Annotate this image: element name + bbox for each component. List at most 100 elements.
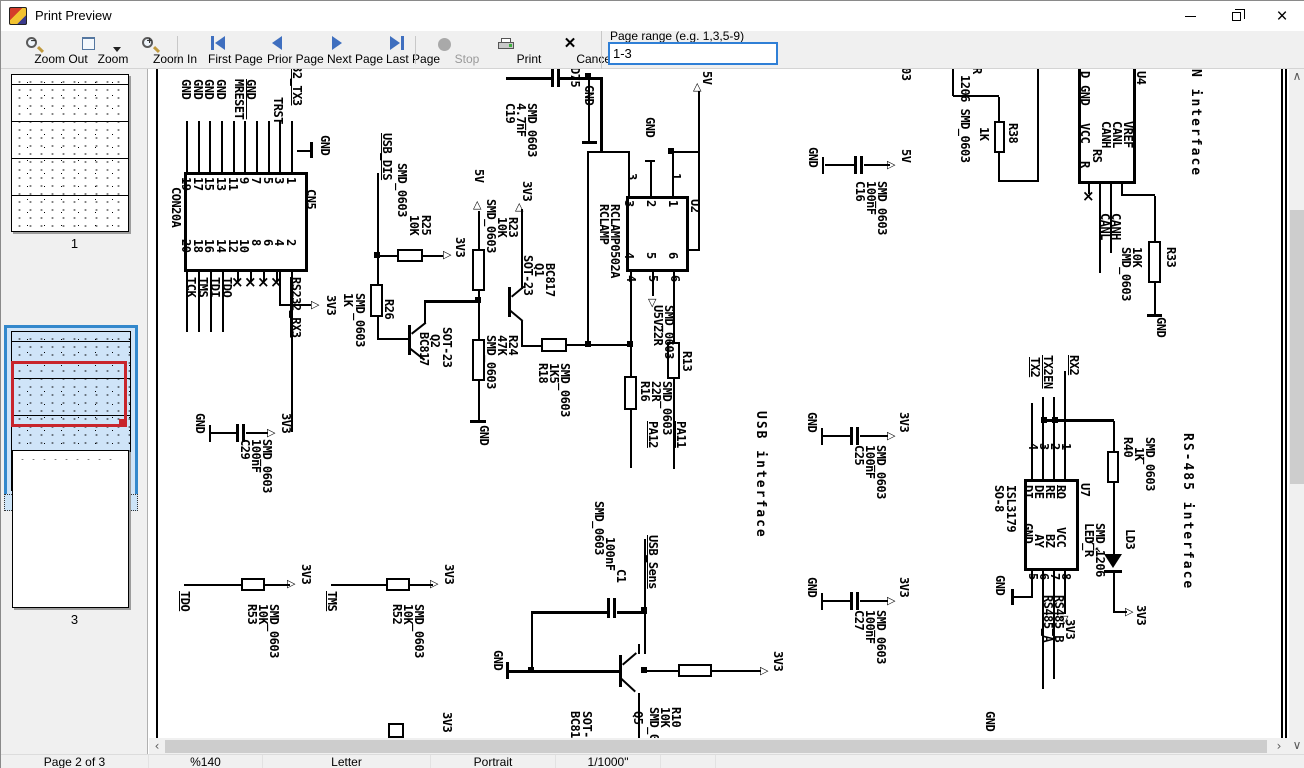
schematic-label: 6 bbox=[668, 275, 682, 282]
wire bbox=[410, 584, 433, 586]
wire bbox=[186, 272, 188, 332]
symbol-bar bbox=[860, 156, 863, 174]
next-page-label: Next Page bbox=[327, 52, 384, 66]
schematic-label: GND bbox=[806, 147, 820, 168]
schematic-label: GND bbox=[193, 413, 207, 434]
zoom-in-label: Zoom In bbox=[152, 52, 197, 66]
wire bbox=[1110, 184, 1112, 253]
schematic-label: R bbox=[1078, 161, 1092, 168]
symbol-bar bbox=[408, 325, 411, 355]
wire bbox=[209, 121, 211, 172]
schematic-label: 2 bbox=[644, 200, 658, 207]
schematic-label: SMD_0603 bbox=[267, 604, 281, 658]
power-arrow: ▷ bbox=[760, 664, 769, 677]
wire bbox=[377, 317, 379, 339]
schematic-label: TX2 bbox=[1028, 357, 1042, 378]
thumbnail-viewport-rect[interactable] bbox=[11, 361, 127, 427]
junction-dot bbox=[641, 607, 647, 613]
wire bbox=[998, 180, 1038, 182]
close-button[interactable]: × bbox=[1276, 5, 1288, 27]
restore-button[interactable] bbox=[1213, 1, 1259, 31]
last-page-button[interactable]: Last Page bbox=[359, 33, 440, 67]
zoom-dropdown-arrow[interactable] bbox=[113, 47, 121, 52]
next-page-button[interactable]: Next Page bbox=[299, 33, 383, 67]
wire bbox=[644, 539, 646, 613]
schematic-label: CON20A bbox=[169, 187, 183, 228]
cancel-button[interactable]: ✕Cancel bbox=[545, 33, 614, 67]
status-panel-2: Letter bbox=[263, 755, 431, 768]
page-range-input[interactable] bbox=[608, 42, 778, 65]
schematic-label: GND bbox=[477, 425, 491, 446]
schematic-label: TDO bbox=[220, 277, 234, 298]
wire bbox=[998, 97, 1000, 121]
wire bbox=[1099, 184, 1101, 273]
schematic-label: R bbox=[970, 69, 984, 74]
schematic-label: GND bbox=[491, 650, 505, 671]
schematic-label: 3V3 bbox=[520, 181, 534, 202]
schematic-label: U7 bbox=[1078, 483, 1092, 497]
wire bbox=[673, 272, 675, 342]
thumbnail-page-1[interactable] bbox=[11, 74, 129, 232]
wire bbox=[617, 611, 647, 614]
zoom-button[interactable]: Zoom bbox=[65, 33, 128, 67]
wire bbox=[222, 272, 224, 332]
schematic-label: GND bbox=[1078, 85, 1092, 106]
minimize-button[interactable] bbox=[1167, 1, 1213, 31]
zoom-out-button[interactable]: −Zoom Out bbox=[5, 33, 88, 67]
component-body bbox=[667, 342, 680, 379]
status-panel-3: Portrait bbox=[431, 755, 556, 768]
schematic-label: ISL3179 bbox=[1004, 485, 1018, 533]
junction-dot bbox=[475, 297, 481, 303]
page-range-group: Page range (e.g. 1,3,5-9) bbox=[601, 29, 841, 69]
schematic-label: PA12 bbox=[646, 421, 660, 448]
scroll-up-arrow[interactable]: ∧ bbox=[1292, 69, 1302, 83]
thumbnail-page-3[interactable] bbox=[12, 450, 129, 608]
horizontal-scroll-thumb[interactable] bbox=[165, 740, 1267, 753]
status-panel-6 bbox=[716, 755, 1304, 768]
status-panel-0: Page 2 of 3 bbox=[1, 755, 149, 768]
last-page-label: Last Page bbox=[386, 52, 441, 66]
schematic-label: GND bbox=[1154, 317, 1168, 338]
junction-dot bbox=[641, 667, 647, 673]
schematic-label: 4 bbox=[624, 275, 638, 282]
symbol-bar bbox=[1104, 570, 1122, 573]
schematic-label: R10 bbox=[669, 707, 683, 728]
component-body bbox=[541, 338, 567, 352]
first-page-button[interactable]: First Page bbox=[181, 33, 263, 67]
schematic-label: USB_Sens bbox=[646, 535, 660, 589]
scroll-down-arrow[interactable]: ∨ bbox=[1292, 738, 1302, 752]
junction-dot bbox=[1052, 417, 1058, 423]
scroll-right-arrow[interactable]: › bbox=[1276, 739, 1282, 753]
wire bbox=[250, 272, 252, 282]
power-arrow: ▷ bbox=[267, 426, 276, 439]
schematic-label: SOT-23 bbox=[440, 327, 454, 368]
wire bbox=[478, 211, 480, 249]
wire bbox=[198, 121, 200, 172]
transistor-lead bbox=[622, 652, 638, 666]
no-connect-x: × bbox=[244, 273, 257, 291]
junction-dot bbox=[528, 667, 534, 673]
wire bbox=[156, 69, 158, 738]
prior-page-button[interactable]: Prior Page bbox=[239, 33, 324, 67]
power-arrow: ▷ bbox=[430, 577, 439, 590]
symbol-bar bbox=[607, 598, 610, 618]
wire bbox=[506, 77, 553, 80]
junction-dot bbox=[668, 148, 674, 154]
vertical-scroll-thumb[interactable] bbox=[1290, 210, 1304, 484]
scroll-left-arrow[interactable]: ‹ bbox=[154, 739, 160, 753]
schematic-label: RS232_RX3 bbox=[289, 277, 303, 338]
wire bbox=[521, 321, 523, 347]
schematic-label: 1 bbox=[284, 177, 298, 184]
wire bbox=[587, 151, 589, 346]
schematic-label: 5 bbox=[644, 252, 658, 259]
wire bbox=[1121, 194, 1155, 196]
schematic-label: R26 bbox=[382, 299, 396, 320]
power-arrow: △ bbox=[515, 200, 524, 213]
schematic-label: 3V3 bbox=[897, 577, 911, 598]
zoom-in-button[interactable]: +Zoom In bbox=[123, 33, 197, 67]
print-button[interactable]: Print bbox=[483, 33, 541, 67]
schematic-label: TMS bbox=[325, 591, 339, 612]
status-panel-4: 1/1000" bbox=[556, 755, 661, 768]
schematic-label: VREF bbox=[1121, 121, 1135, 148]
schematic-label: RCLAMP0502A bbox=[608, 204, 622, 278]
